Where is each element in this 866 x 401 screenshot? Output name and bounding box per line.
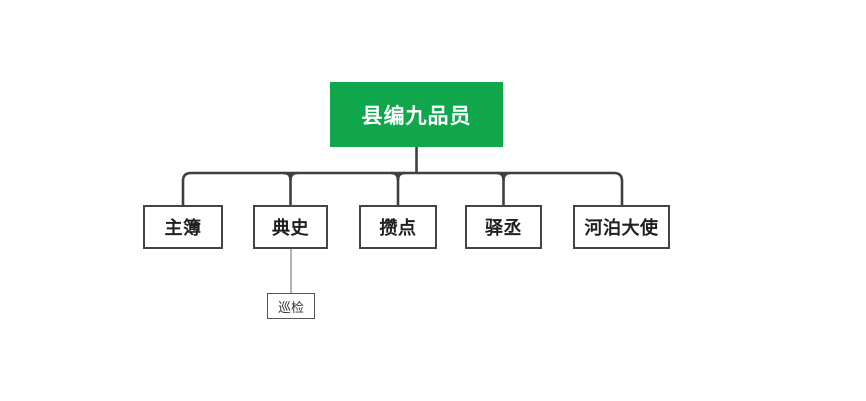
org-node-hebodashi[interactable]: 河泊大使: [573, 205, 670, 249]
junction-fillet: [289, 171, 298, 181]
org-node-yicheng[interactable]: 驿丞: [465, 205, 542, 249]
org-node-root[interactable]: 县编九品员: [330, 82, 503, 147]
org-node-xunjian[interactable]: 巡检: [267, 293, 315, 319]
org-node-zhubu[interactable]: 主簿: [143, 205, 223, 249]
junction-fillet: [396, 171, 406, 181]
org-node-dianshi[interactable]: 典史: [253, 205, 328, 249]
junction-fillet: [502, 171, 511, 181]
org-node-zandian[interactable]: 攒点: [359, 205, 437, 249]
connector-bus: [181, 171, 624, 206]
